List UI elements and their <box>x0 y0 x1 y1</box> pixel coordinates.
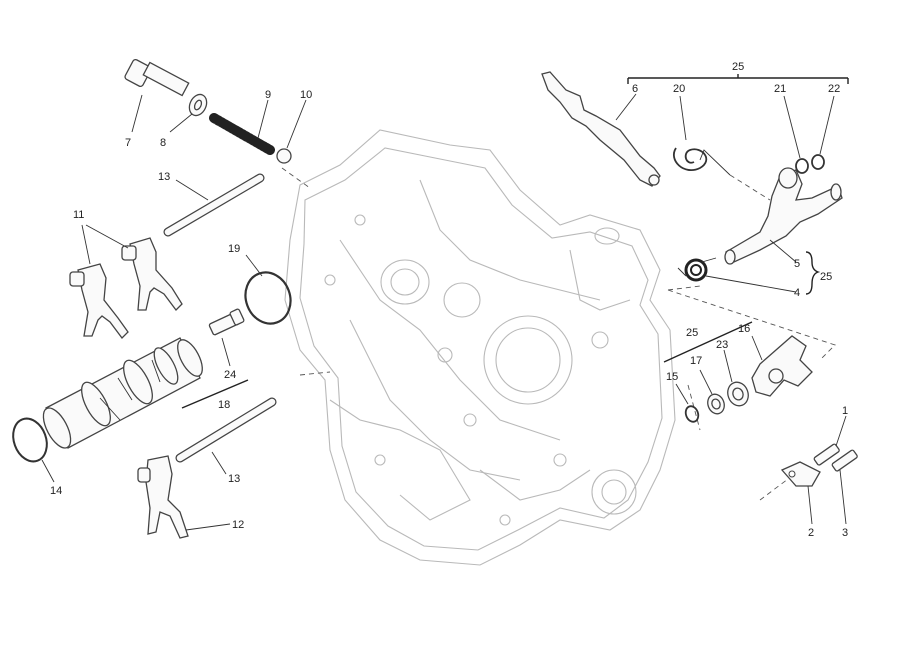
part-21-circlip <box>783 95 809 174</box>
part-8-washer <box>169 93 208 133</box>
callout-23: 23 <box>716 339 728 351</box>
callout-20: 20 <box>673 83 685 95</box>
callout-8: 8 <box>160 137 166 149</box>
bracket-25-top <box>627 74 849 84</box>
part-20-spring-clip <box>673 95 731 176</box>
assembly-lines <box>281 167 836 501</box>
callout-17: 17 <box>690 355 702 367</box>
part-1-bolt <box>813 415 847 466</box>
callout-25-right: 25 <box>820 271 832 283</box>
part-13-fork-shaft-upper <box>163 173 265 237</box>
part-24-plug <box>208 308 245 367</box>
callout-11: 11 <box>73 209 84 221</box>
callout-15: 15 <box>666 371 678 383</box>
part-4-torsion-spring <box>677 257 797 293</box>
part-10-ball <box>276 99 307 164</box>
callout-2: 2 <box>808 527 814 539</box>
part-17-seal <box>699 369 725 415</box>
part-5-shift-shaft <box>724 167 843 265</box>
part-12-shift-fork <box>137 455 231 539</box>
part-14-ring <box>12 417 55 483</box>
callout-22: 22 <box>828 83 840 95</box>
part-11-shift-forks <box>69 224 183 339</box>
crankcase-half <box>284 129 676 566</box>
callout-5: 5 <box>794 258 800 270</box>
callout-6: 6 <box>632 83 638 95</box>
callout-10: 10 <box>300 89 312 101</box>
callout-4: 4 <box>794 287 800 299</box>
part-18-shift-drum <box>42 337 249 449</box>
part-7-bolt <box>124 59 190 133</box>
bracket-25-middle <box>663 321 753 363</box>
callout-13-lower: 13 <box>228 473 240 485</box>
callout-24: 24 <box>224 369 236 381</box>
callout-14: 14 <box>50 485 62 497</box>
callout-12: 12 <box>232 519 244 531</box>
callout-3: 3 <box>842 527 848 539</box>
callout-1: 1 <box>842 405 848 417</box>
part-3-bolt <box>831 449 858 525</box>
callout-16: 16 <box>738 323 750 335</box>
callout-7: 7 <box>125 137 131 149</box>
part-16-plate <box>751 335 813 397</box>
part-23-bearing <box>723 349 749 407</box>
part-9-spring <box>209 99 275 155</box>
callout-25-middle: 25 <box>686 327 698 339</box>
callout-13-upper: 13 <box>158 171 170 183</box>
part-19-o-ring <box>244 254 292 325</box>
callout-labels: 7 8 9 10 13 11 19 24 18 14 13 12 25 6 20… <box>50 61 848 539</box>
part-13-fork-shaft-lower <box>175 397 277 475</box>
callout-18: 18 <box>218 399 230 411</box>
part-15-circlip <box>675 383 700 423</box>
part-6-pawl-plate <box>541 71 661 187</box>
callout-19: 19 <box>228 243 240 255</box>
callout-9: 9 <box>265 89 271 101</box>
part-22-washer <box>811 95 835 170</box>
callout-25-top: 25 <box>732 61 744 73</box>
bracket-25-right <box>805 251 821 295</box>
callout-21: 21 <box>774 83 786 95</box>
part-2-plate <box>780 461 821 525</box>
